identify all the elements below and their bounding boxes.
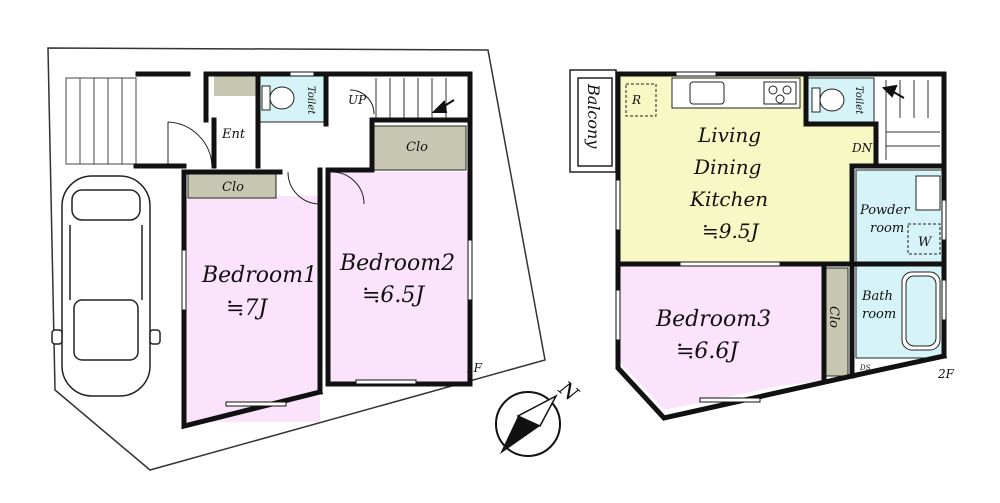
bedroom1-floor [186,196,320,422]
stairs-arrow-icon [431,99,455,113]
floor-2: Balcony R Living Dining Kitchen ≒9.5J To… [569,69,955,421]
bedroom1-name: Bedroom1 [201,263,317,288]
floor-1: Ent Toilet UP Clo Clo Bedroom1 ≒7J Bedro… [47,47,546,471]
ds-label: DS [859,364,871,372]
balcony [569,69,617,173]
bedroom2-size: ≒6.5J [362,283,425,308]
ldk-label-1: Living [697,123,761,147]
stairs-down-label: DN [851,141,873,155]
floor-label-2f: 2F [937,367,955,381]
washer-label: W [918,235,933,250]
toilet-label-2f: Toilet [853,86,864,115]
powder-label-2: room [870,221,904,236]
ldk-floor [620,76,876,262]
closet-1f-b [373,125,467,171]
washbasin-icon [915,175,941,211]
car-icon [51,175,161,397]
toilet-label-1f: Toilet [305,86,316,115]
stove-icon [763,81,797,105]
compass-icon: N [495,376,585,457]
bedroom3-size: ≒6.6J [676,339,739,364]
bedroom3-floor [620,266,824,410]
bath-label-1: Bath [861,289,893,304]
toilet-icon [261,85,295,111]
bedroom2-floor [328,172,468,384]
toilet-icon-2f [811,87,845,113]
ldk-size: ≒9.5J [702,219,760,243]
balcony-label: Balcony [584,83,603,149]
powder-label-1: Powder [859,203,910,218]
bedroom3-name: Bedroom3 [655,307,771,332]
bedroom2-name: Bedroom2 [339,251,455,276]
ldk-label-3: Kitchen [689,187,768,211]
fridge-space [625,83,657,117]
exterior-steps [65,77,137,165]
compass-north-label: N [554,376,585,407]
closet-label-2f: Clo [826,306,841,328]
closet-label-1f-a: Clo [222,180,244,195]
bedroom1-size: ≒7J [226,296,268,321]
closet-1f-a [187,173,277,199]
floor-label-1f: 1F [466,361,483,375]
kitchen-counter [671,77,801,109]
interior-stairs-2f [885,80,940,160]
closet-label-1f-b: Clo [406,140,428,155]
stairs-arrow-icon-2f [881,84,905,99]
entrance-label: Ent [221,127,246,142]
ldk-label-2: Dining [693,155,761,179]
windows-2f [615,71,947,403]
entrance-storage [214,76,256,96]
stairs-up-label: UP [348,93,367,107]
bath-label-2: room [862,307,896,322]
windows-1f [181,71,473,407]
fridge-label: R [631,93,641,107]
washer-space [907,223,941,255]
